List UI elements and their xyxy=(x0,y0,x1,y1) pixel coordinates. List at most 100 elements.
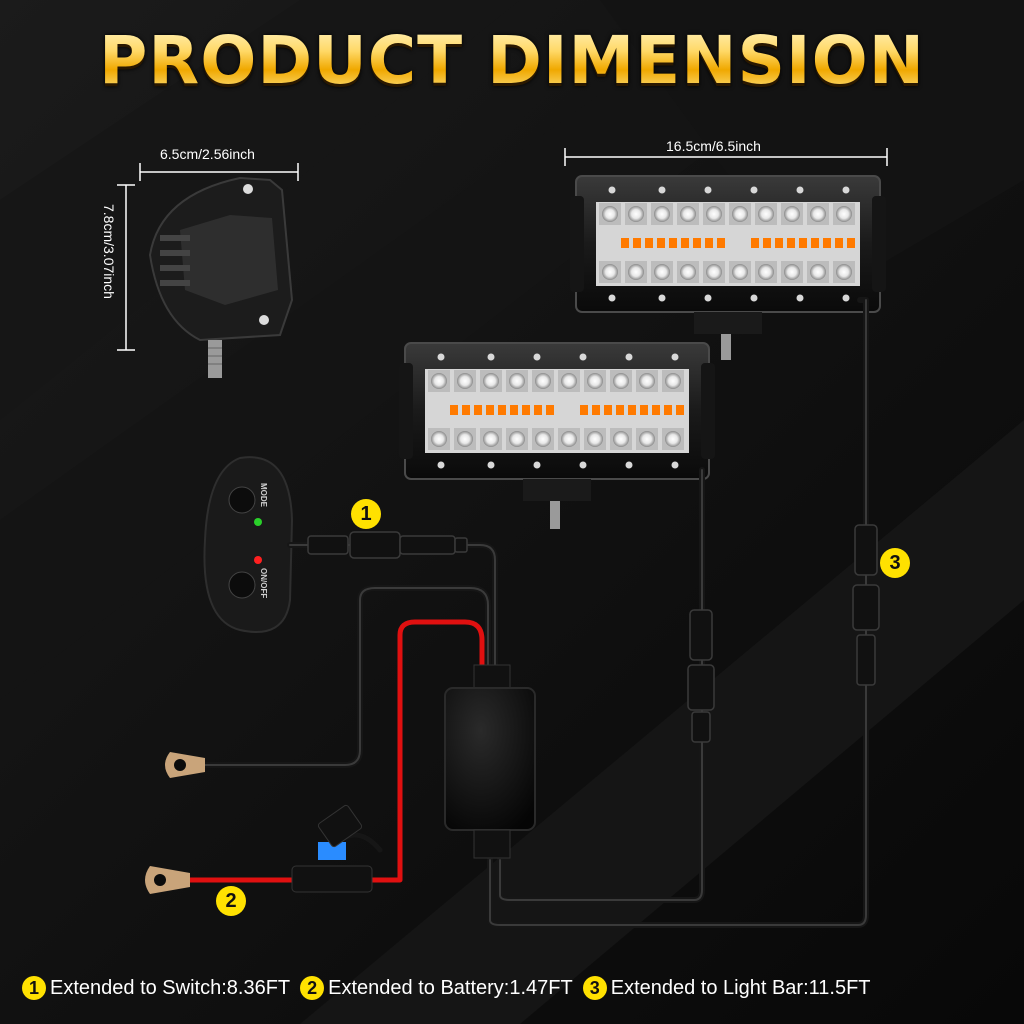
amber-led xyxy=(664,405,672,415)
amber-led xyxy=(811,238,819,248)
led-chip xyxy=(628,206,644,222)
amber-led xyxy=(775,238,783,248)
screw xyxy=(796,186,804,194)
switch-onoff-label: ON/OFF xyxy=(259,568,268,599)
page-title: PRODUCT DIMENSION xyxy=(0,22,1024,99)
screw xyxy=(704,186,712,194)
amber-led xyxy=(621,238,629,248)
screw xyxy=(750,294,758,302)
callout-3: 3 xyxy=(880,548,910,578)
legend-num: 3 xyxy=(582,976,607,1000)
screw xyxy=(487,461,495,469)
led-chip xyxy=(587,431,603,447)
led-row xyxy=(599,186,855,302)
relay-box xyxy=(444,664,536,859)
amber-led xyxy=(751,238,759,248)
screw xyxy=(625,461,633,469)
led-chip xyxy=(836,264,852,280)
bar-width-label: 16.5cm/6.5inch xyxy=(666,138,761,154)
amber-led xyxy=(645,238,653,248)
callout-1: 1 xyxy=(351,499,381,529)
amber-led xyxy=(592,405,600,415)
screw xyxy=(671,461,679,469)
light-bar-front xyxy=(399,342,715,529)
amber-led xyxy=(450,405,458,415)
amber-led xyxy=(522,405,530,415)
dimension-line-side-height xyxy=(117,184,135,351)
led-chip xyxy=(665,373,681,389)
screw xyxy=(671,353,679,361)
legend-item-battery: 2 Extended to Battery:1.47FT xyxy=(300,976,573,1000)
led-chip xyxy=(732,264,748,280)
led-chip xyxy=(535,431,551,447)
led-chip xyxy=(561,431,577,447)
led-chip xyxy=(628,264,644,280)
screw xyxy=(437,353,445,361)
amber-led xyxy=(640,405,648,415)
amber-led xyxy=(510,405,518,415)
light-side-view xyxy=(148,176,294,378)
side-height-label: 7.8cm/3.07inch xyxy=(101,204,117,299)
switch-mode-label: MODE xyxy=(259,483,268,507)
led-chip xyxy=(613,373,629,389)
led-chip xyxy=(613,431,629,447)
led-chip xyxy=(706,264,722,280)
legend-num: 1 xyxy=(22,976,46,1000)
led-chip xyxy=(758,206,774,222)
amber-led xyxy=(546,405,554,415)
amber-led xyxy=(799,238,807,248)
led-chip xyxy=(587,373,603,389)
led-chip xyxy=(758,264,774,280)
led-chip xyxy=(457,431,473,447)
amber-led xyxy=(628,405,636,415)
amber-led xyxy=(717,238,725,248)
screw xyxy=(487,353,495,361)
led-chip xyxy=(680,206,696,222)
amber-led xyxy=(669,238,677,248)
screw xyxy=(842,186,850,194)
callout-2: 2 xyxy=(216,886,246,916)
legend-text: Extended to Light Bar:11.5FT xyxy=(610,976,871,999)
fuse-holder xyxy=(291,804,373,893)
amber-led xyxy=(486,405,494,415)
led-row xyxy=(428,353,684,469)
led-chip xyxy=(654,264,670,280)
amber-led xyxy=(693,238,701,248)
legend-text: Extended to Switch:8.36FT xyxy=(50,976,291,999)
screw xyxy=(608,186,616,194)
amber-led xyxy=(763,238,771,248)
screw xyxy=(579,353,587,361)
led-chip xyxy=(665,431,681,447)
amber-led xyxy=(657,238,665,248)
dimension-line-side-width xyxy=(139,163,299,181)
led-chip xyxy=(836,206,852,222)
led-chip xyxy=(483,431,499,447)
screw xyxy=(625,353,633,361)
led-chip xyxy=(431,373,447,389)
led-chip xyxy=(654,206,670,222)
led-chip xyxy=(457,373,473,389)
switch-panel xyxy=(203,456,294,633)
screw xyxy=(658,294,666,302)
legend-text: Extended to Battery:1.47FT xyxy=(328,976,573,999)
amber-led xyxy=(847,238,855,248)
led-chip xyxy=(784,206,800,222)
amber-led xyxy=(580,405,588,415)
amber-led xyxy=(705,238,713,248)
amber-led xyxy=(676,405,684,415)
amber-led xyxy=(787,238,795,248)
amber-led xyxy=(534,405,542,415)
amber-led xyxy=(616,405,624,415)
legend-item-switch: 1 Extended to Switch:8.36FT xyxy=(22,976,290,1000)
led-chip xyxy=(431,431,447,447)
amber-led xyxy=(823,238,831,248)
screw xyxy=(437,461,445,469)
light-bar-rear xyxy=(570,175,886,360)
led-chip xyxy=(810,264,826,280)
cable-length-legend: 1 Extended to Switch:8.36FT 2 Extended t… xyxy=(22,972,1012,1004)
amber-led xyxy=(604,405,612,415)
screw xyxy=(533,353,541,361)
ring-terminal-positive xyxy=(145,866,190,894)
screw xyxy=(533,461,541,469)
